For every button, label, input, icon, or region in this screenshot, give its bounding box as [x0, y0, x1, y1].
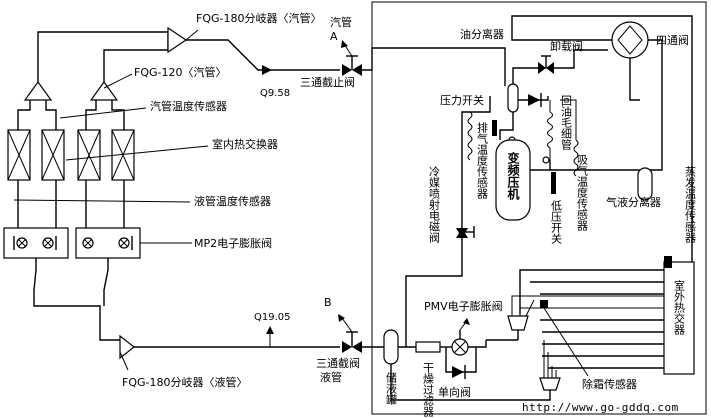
- lower-distributor: [390, 340, 561, 401]
- outdoor-heat-exchanger: [663, 261, 695, 375]
- mp2-valve-group-right: [75, 227, 141, 259]
- liquid-sensor-pointer: [13, 199, 191, 203]
- label-discharge-sensor: 排气温度传感器: [476, 121, 489, 200]
- label-receiver: 储液罐: [385, 371, 398, 406]
- unload-valve: [538, 55, 554, 74]
- injection-line: [405, 96, 491, 347]
- label-oil-return-capillary: 回油毛细管: [560, 95, 573, 151]
- four-way-valve: [611, 21, 649, 59]
- fqg180-arrow: [185, 29, 199, 41]
- pmv-to-distributor: [468, 340, 487, 348]
- fqg120-pointer: [103, 73, 133, 89]
- label-check-valve: 单向阀: [438, 385, 471, 399]
- outdoor-unit-boundary: [371, 1, 707, 415]
- discharge-sensor: [492, 120, 497, 136]
- low-pressure-switch: [551, 172, 556, 194]
- fqg120-branch-left: [23, 80, 53, 101]
- gas-sensor-pointer: [59, 107, 147, 119]
- label-dryer-filter: 干燥过滤器: [422, 362, 435, 418]
- label-refrigerant-solenoid: 冷媒喷射电磁阀: [428, 166, 441, 244]
- fourway-lines: [511, 15, 693, 262]
- gas-to-oil-line: [362, 47, 506, 86]
- dryer-filter: [415, 341, 441, 353]
- evap-sensor: [664, 256, 672, 268]
- indoor-heat-exchangers: [7, 129, 135, 181]
- label-three-way-liquid-2: 液管: [320, 370, 342, 384]
- fqg180-gas-branch: [167, 26, 188, 54]
- compressor-top-line: [499, 112, 514, 140]
- label-q1905: Q19.05: [254, 312, 291, 323]
- defrost-pointer: [543, 307, 589, 377]
- liquid-main-arrow: [266, 326, 274, 334]
- gas-liquid-separator: [637, 167, 653, 201]
- receiver-tank: [383, 329, 399, 365]
- label-pmv-valve: PMV电子膨胀阀: [424, 299, 503, 313]
- label-oil-separator: 油分离器: [460, 27, 504, 41]
- three-way-stop-valve-b: [338, 314, 362, 353]
- label-suction-sensor: 吸气温度传感器: [576, 154, 589, 232]
- outdoor-hx-lines: [519, 269, 664, 369]
- watermark: http://www.go-gddq.com: [522, 401, 679, 414]
- label-outdoor-hx: 室外热交器: [673, 279, 686, 336]
- label-indoor-hx: 室内热交换器: [212, 137, 278, 151]
- label-evap-sensor: 蒸发温度传感器: [684, 166, 697, 244]
- label-low-pressure-switch: 低压开关: [550, 200, 563, 245]
- liquid-header-pipe: [33, 258, 120, 341]
- mp2-valve-group-left: [3, 227, 69, 259]
- oil-separator-out: [512, 67, 546, 84]
- capillary-coil: [547, 100, 553, 160]
- fqg180-liquid-branch: [119, 334, 135, 360]
- label-unload-valve: 卸载阀: [550, 39, 583, 53]
- label-fqg180-liquid: FQG-180分岐器〈液管〉: [122, 375, 247, 389]
- label-three-way-stop: 三通截止阀: [300, 75, 355, 89]
- label-pressure-switch: 压力开关: [440, 93, 484, 107]
- check-valve: [452, 365, 466, 379]
- defrost-sensor: [540, 300, 548, 308]
- oil-return-check: [528, 94, 540, 106]
- oil-separator: [507, 83, 519, 113]
- inverter-compressor: [495, 139, 531, 221]
- label-mp2-valve: MP2电子膨胀阀: [194, 236, 272, 250]
- label-liquid-pipe-sensor: 液管温度传感器: [194, 194, 271, 208]
- label-four-way: 四通阀: [656, 33, 689, 47]
- label-fqg180-gas: FQG-180分岐器〈汽管〉: [196, 11, 321, 25]
- upper-distributor: [486, 295, 664, 341]
- gas-branch-pipes: [17, 100, 125, 130]
- label-gas-pipe-a-1: 汽管: [330, 15, 352, 29]
- gas-main-line: [186, 39, 340, 71]
- discharge-dashed: [467, 111, 473, 161]
- fqg120-branch-right: [89, 80, 119, 101]
- pmv-valve: [451, 318, 470, 356]
- label-gas-pipe-sensor: 汽管温度传感器: [150, 99, 227, 113]
- indoor-hx-pointer: [65, 145, 209, 161]
- suction-sensor-coil: [573, 139, 579, 177]
- fqg180-liquid-arrow: [119, 351, 129, 371]
- refrigerant-solenoid-valve: [456, 226, 475, 238]
- three-way-stop-valve-a: [341, 40, 362, 76]
- label-gas-liquid-separator: 气液分离器: [606, 195, 661, 209]
- compressor-suction: [530, 160, 640, 171]
- suction-sensor-dot: [542, 156, 550, 164]
- suction-sensor-wire: [560, 99, 577, 140]
- label-fqg120-gas: FQG-120〈汽管〉: [134, 65, 226, 79]
- label-gas-pipe-a-2: A: [330, 30, 338, 43]
- liquid-branch-pipes: [17, 180, 125, 230]
- gas-main-arrow: [262, 65, 272, 75]
- label-defrost-sensor: 除霜传感器: [582, 377, 637, 391]
- label-inverter-compressor: 变频压机: [506, 151, 520, 201]
- label-three-way-liquid-1: 三通截阀: [316, 356, 360, 370]
- label-b: B: [324, 296, 332, 309]
- label-q958: Q9.58: [260, 88, 290, 99]
- unload-to-fourway: [554, 49, 608, 69]
